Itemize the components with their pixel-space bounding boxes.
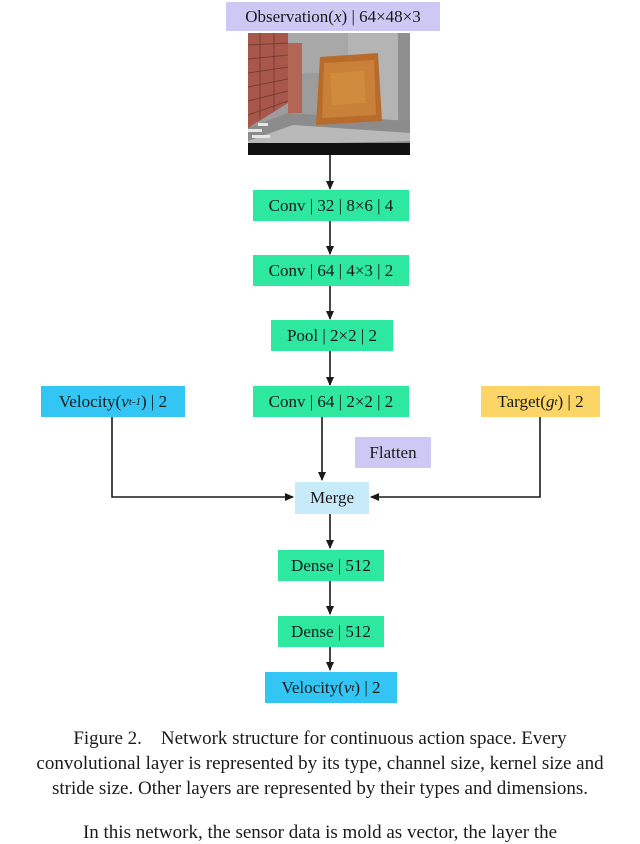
observation-prefix: Observation(: [245, 6, 334, 26]
pool-node: Pool | 2×2 | 2: [271, 320, 393, 351]
caption-line-3: stride size. Other layers are represente…: [51, 778, 589, 799]
velocity-output-var: v: [343, 677, 352, 697]
body-text-fragment: In this network, the sensor data is mold…: [82, 822, 558, 843]
conv1-node: Conv | 32 | 8×6 | 4: [253, 190, 409, 221]
figure-caption: Figure 2. Network structure for continuo…: [0, 726, 640, 801]
observation-node: Observation(x) | 64×48×3: [226, 2, 440, 31]
target-suffix: ) | 2: [557, 391, 584, 411]
caption-line-2: convolutional layer is represented by it…: [36, 753, 604, 774]
velocity-output-suffix: ) | 2: [354, 677, 381, 697]
velocity-input-sub: t-1: [128, 395, 142, 408]
target-sub: t: [554, 395, 558, 408]
arrow-velocity-merge: [111, 417, 294, 501]
dense1-node: Dense | 512: [278, 550, 384, 581]
arrow-target-merge: [370, 417, 541, 501]
caption-line-1: Figure 2. Network structure for continuo…: [73, 728, 567, 749]
merge-node: Merge: [295, 482, 369, 514]
flatten-label: Flatten: [355, 437, 431, 468]
velocity-input-var: v: [121, 391, 129, 411]
observation-image: [248, 33, 410, 155]
conv2-node: Conv | 64 | 4×3 | 2: [253, 255, 409, 286]
velocity-input-prefix: Velocity(: [58, 391, 122, 411]
diagram-connectors: [111, 155, 541, 671]
target-var: g: [545, 391, 555, 411]
conv3-node: Conv | 64 | 2×2 | 2: [253, 386, 409, 417]
velocity-output-sub: t: [351, 681, 355, 694]
observation-scene: [248, 33, 410, 155]
velocity-input-suffix: ) | 2: [141, 391, 168, 411]
observation-var: x: [333, 6, 342, 26]
target-prefix: Target(: [497, 391, 546, 411]
observation-suffix: ) | 64×48×3: [341, 6, 421, 26]
dense2-node: Dense | 512: [278, 616, 384, 647]
velocity-output-prefix: Velocity(: [281, 677, 344, 697]
